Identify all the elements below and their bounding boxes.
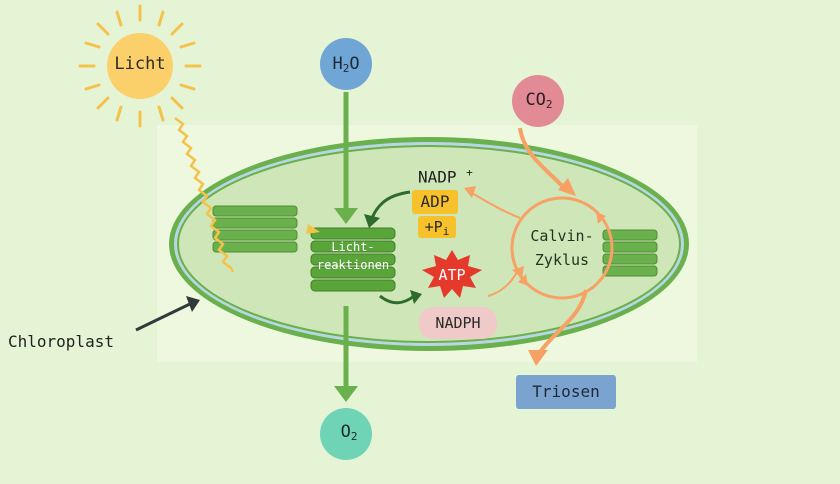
- water-label-h: H: [332, 54, 343, 74]
- co2-molecule: [512, 75, 564, 127]
- atp-burst: [422, 250, 482, 298]
- atp-to-calvin-arrow-tip: [512, 266, 524, 278]
- nadp-label-sup: +: [466, 166, 473, 179]
- calvin-cycle-arrowhead-bottom: [518, 274, 528, 286]
- triosen-badge: Triosen: [516, 375, 616, 409]
- nadp-arrow-tip: [364, 214, 380, 228]
- chloroplast-stroma: [177, 145, 681, 343]
- light-wave-arrow-tip: [306, 224, 320, 234]
- chloroplast-label: Chloroplast: [8, 332, 114, 351]
- light-reactions-line1: Licht-: [331, 240, 375, 254]
- calvin-cycle-ring: [510, 196, 614, 300]
- adp-badge: ADP: [412, 190, 458, 214]
- sun-rays: [78, 4, 202, 128]
- co2-arrow-tip: [558, 178, 576, 196]
- grana-stack-right: [602, 229, 658, 277]
- chloroplast-pointer-tip: [186, 296, 200, 312]
- water-molecule: [320, 38, 372, 90]
- calvin-line2: Zyklus: [534, 251, 590, 269]
- pi-badge: +Pi: [418, 216, 456, 238]
- co2-label: CO2: [508, 90, 570, 111]
- water-arrow-tip: [334, 208, 358, 224]
- chloroplast-pointer: [135, 300, 195, 332]
- sun: [107, 33, 173, 99]
- water-label: H2O: [315, 54, 377, 75]
- light-reactions-stack: [310, 227, 396, 292]
- calvin-cycle-arrowhead-top: [596, 212, 606, 224]
- calvin-cycle-label: Calvin- Zyklus: [506, 224, 618, 272]
- water-label-o: O: [349, 54, 360, 74]
- nadp-label: NADP +: [418, 166, 473, 186]
- oxygen-label: O2: [318, 422, 380, 443]
- calvin-to-nadp-arrow-tip: [464, 186, 476, 198]
- pi-badge-sub: i: [442, 225, 450, 238]
- nadp-label-text: NADP: [418, 167, 457, 187]
- light-reactions-line2: reaktionen: [316, 258, 390, 272]
- light-reactions-label: Licht- reaktionen: [311, 238, 395, 274]
- products-arrow: [379, 294, 415, 305]
- co2-label-text: CO: [525, 90, 546, 110]
- nadp-arrow: [370, 190, 411, 219]
- nadph-badge: NADPH: [419, 307, 497, 339]
- co2-label-sub: 2: [545, 98, 553, 111]
- grana-stack-left: [212, 205, 298, 253]
- oxygen-arrow-tip: [334, 386, 358, 402]
- oxygen-molecule: [320, 408, 372, 460]
- oxygen-label-sub: 2: [350, 430, 358, 443]
- oxygen-label-text: O: [340, 422, 351, 442]
- triosen-arrow-tip: [528, 350, 548, 366]
- sun-label: Licht: [114, 54, 166, 74]
- light-wave-arrow: [174, 117, 235, 273]
- products-arrow-tip: [410, 290, 422, 304]
- water-label-sub: 2: [342, 62, 350, 75]
- pi-badge-text: +P: [424, 218, 443, 236]
- triosen-arrow: [538, 289, 588, 354]
- calvin-to-nadp-arrow: [469, 191, 521, 219]
- calvin-line1: Calvin-: [530, 227, 594, 245]
- atp-label: ATP: [438, 266, 466, 284]
